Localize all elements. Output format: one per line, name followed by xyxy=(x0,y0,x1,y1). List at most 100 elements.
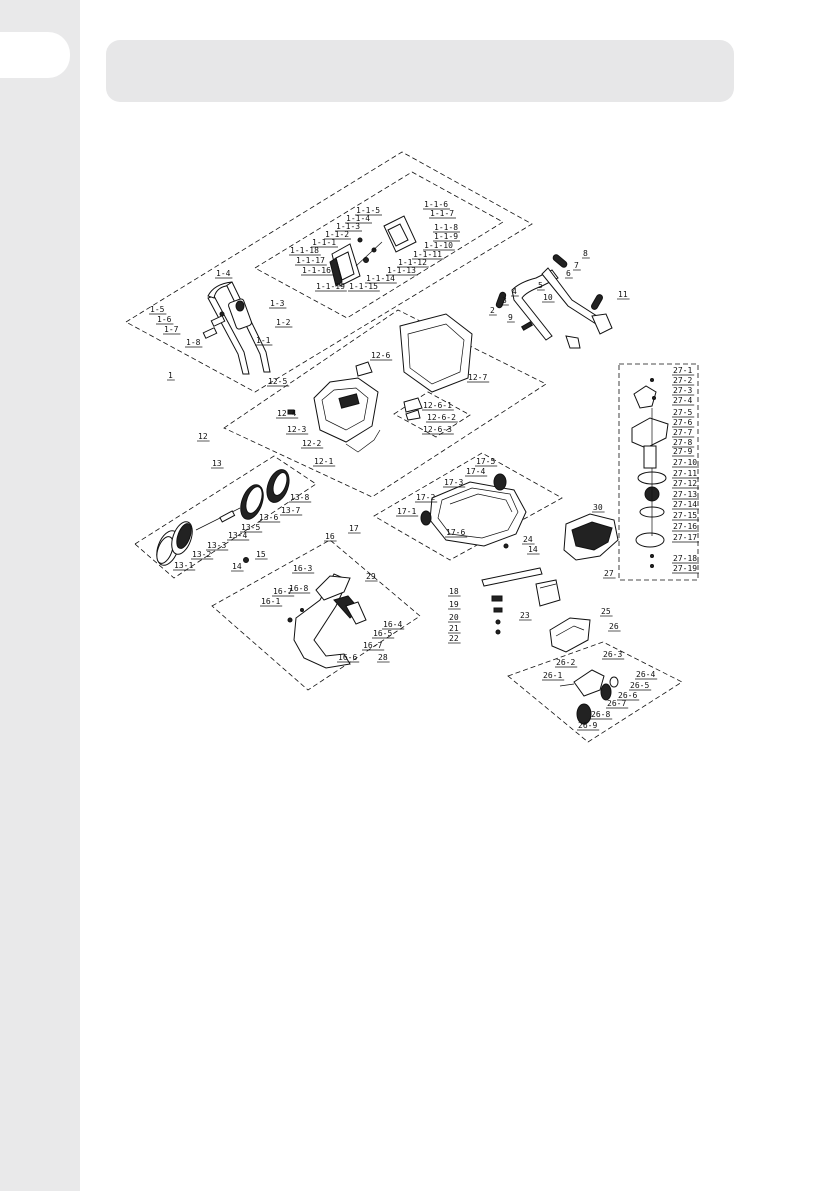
frame-grassbox-group xyxy=(223,309,547,498)
part-label: 26-5 xyxy=(630,681,649,690)
part-label: 1-1-17 xyxy=(296,256,325,265)
part-label: 1-1-4 xyxy=(346,214,370,223)
part-label: 13 xyxy=(212,459,222,468)
part-label: 1-8 xyxy=(186,338,201,347)
part-label: 1-5 xyxy=(150,305,165,314)
part-label: 7 xyxy=(574,261,579,270)
part-label: 12-6-1 xyxy=(423,401,452,410)
part-label: 1-1-18 xyxy=(290,246,319,255)
part-label-layer: 1-1-51-1-41-1-31-1-21-1-11-1-181-1-171-1… xyxy=(149,200,699,731)
part-label: 26-3 xyxy=(603,650,622,659)
part-label: 12-5 xyxy=(268,377,287,386)
part-label: 27-2 xyxy=(673,376,692,385)
part-label: 1-1-14 xyxy=(366,274,395,283)
part-label: 1-1 xyxy=(256,336,271,345)
part-label: 27-16 xyxy=(673,522,697,531)
part-label: 27-1 xyxy=(673,366,692,375)
part-label: 20 xyxy=(449,613,459,622)
frame-deck-group xyxy=(373,452,563,561)
part-label: 6 xyxy=(566,269,571,278)
header-banner xyxy=(106,40,734,102)
part-label: 17-2 xyxy=(416,493,435,502)
part-label: 1-1-16 xyxy=(302,266,331,275)
part-label: 19 xyxy=(449,600,459,609)
part-label: 24 xyxy=(523,535,533,544)
part-label: 9 xyxy=(508,313,513,322)
part-label: 12-4 xyxy=(277,409,296,418)
part-label: 28 xyxy=(378,653,388,662)
part-label: 17-4 xyxy=(466,467,485,476)
part-label: 3 xyxy=(502,296,507,305)
part-label: 26-8 xyxy=(591,710,610,719)
part-label: 13-3 xyxy=(207,541,226,550)
part-label: 27-5 xyxy=(673,408,692,417)
part-label: 1 xyxy=(168,371,173,380)
part-label: 13-1 xyxy=(174,561,193,570)
part-label: 27-6 xyxy=(673,418,692,427)
part-label: 12-7 xyxy=(468,373,487,382)
part-label: 23 xyxy=(520,611,530,620)
part-label: 11 xyxy=(618,290,628,299)
part-label: 26-4 xyxy=(636,670,655,679)
part-label: 1-1-3 xyxy=(336,222,360,231)
part-label: 14 xyxy=(528,545,538,554)
part-label: 16 xyxy=(325,532,335,541)
motor-housing-drawing xyxy=(549,513,619,653)
part-label: 17 xyxy=(349,524,359,533)
grassbox-drawing xyxy=(287,313,473,453)
frame-motor-group xyxy=(618,363,699,581)
part-label: 27-17 xyxy=(673,533,697,542)
part-label: 1-1-13 xyxy=(387,266,416,275)
part-label: 27-19 xyxy=(673,564,697,573)
part-label: 1-1-9 xyxy=(434,232,458,241)
part-label: 16-7 xyxy=(273,587,292,596)
handle-assembly-drawing xyxy=(202,281,271,375)
part-label: 27-3 xyxy=(673,386,692,395)
wheels-drawing xyxy=(156,469,290,566)
part-label: 16-6 xyxy=(338,653,357,662)
blade-drawing xyxy=(481,567,561,635)
part-label: 2 xyxy=(490,306,495,315)
part-label: 13-2 xyxy=(192,550,211,559)
part-label: 16-8 xyxy=(289,584,308,593)
part-label: 12-6-3 xyxy=(423,425,452,434)
page-tab[interactable] xyxy=(0,32,70,78)
part-label: 1-1-6 xyxy=(424,200,448,209)
part-label: 27-7 xyxy=(673,428,692,437)
part-label: 12-3 xyxy=(287,425,306,434)
part-label: 1-4 xyxy=(216,269,231,278)
part-label: 27-9 xyxy=(673,447,692,456)
upper-handle-drawing xyxy=(495,254,613,349)
part-label: 16-7 xyxy=(363,641,382,650)
part-label: 14 xyxy=(232,562,242,571)
part-label: 12-6 xyxy=(371,351,390,360)
part-label: 13-8 xyxy=(290,493,309,502)
part-label: 16-4 xyxy=(383,620,402,629)
part-label: 27-11 xyxy=(673,469,697,478)
part-label: 12 xyxy=(198,432,208,441)
part-label: 29 xyxy=(366,572,376,581)
part-label: 18 xyxy=(449,587,459,596)
part-label: 27-4 xyxy=(673,396,692,405)
part-label: 26-6 xyxy=(618,691,637,700)
part-label: 1-1-2 xyxy=(325,230,349,239)
part-label: 1-1-1 xyxy=(312,238,336,247)
part-label: 27-12 xyxy=(673,479,697,488)
frame-gearbox-group xyxy=(507,641,683,743)
part-label: 1-6 xyxy=(157,315,172,324)
part-label: 26-9 xyxy=(578,721,597,730)
part-label: 1-1-12 xyxy=(398,258,427,267)
part-label: 8 xyxy=(583,249,588,258)
frame-rear-flap-group xyxy=(211,539,421,691)
part-label: 22 xyxy=(449,634,459,643)
page-sidebar xyxy=(0,0,80,1191)
part-label: 1-1-8 xyxy=(434,223,458,232)
frame-handle-group xyxy=(125,151,533,393)
part-label: 25 xyxy=(601,607,611,616)
part-label: 13-6 xyxy=(259,513,278,522)
part-label: 15 xyxy=(256,550,266,559)
part-label: 27-8 xyxy=(673,438,692,447)
part-label: 1-2 xyxy=(276,318,291,327)
part-label: 17-6 xyxy=(446,528,465,537)
